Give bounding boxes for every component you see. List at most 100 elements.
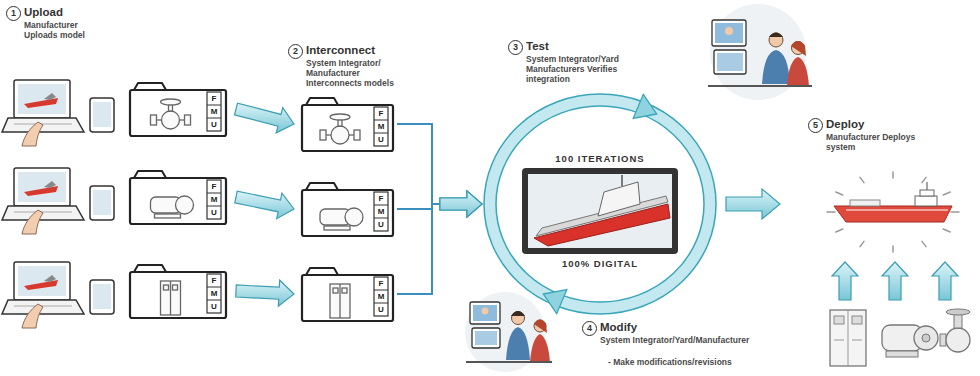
flow-connector [397,124,482,217]
deployed-ship [834,206,952,222]
folder-body [130,272,226,318]
modify-team-illustration [466,361,552,363]
fmu-divider [374,303,388,304]
step-title: Modify [600,320,637,334]
iteration-loop: 100 ITERATIONS100% DIGITAL [480,90,720,318]
modify-team-illustration [482,308,489,315]
fmu-letter: U [207,119,221,130]
component-cabinet [852,340,862,341]
digital-share: 100% DIGITAL [480,258,720,269]
step-number: 3 [508,40,523,55]
component-pump [886,351,918,357]
component-sketch [333,288,338,293]
ring-band [490,100,710,308]
ship-rays [836,192,843,195]
install-arrows [832,262,858,300]
test-team-illustration [717,53,743,71]
fmu-letter: U [374,219,388,230]
step-number: 4 [582,321,597,336]
fmu-strip [374,107,388,146]
test-team-illustration [725,27,733,35]
ship-rays [951,211,959,213]
fmu-letter: F [207,93,221,104]
step-number: 2 [288,44,303,59]
model-folder: FMU [128,262,228,320]
test-team-illustration [769,33,783,38]
fmu-divider [374,205,388,206]
fmu-divider [374,290,388,291]
component-sketch [161,99,181,105]
ship-rays [860,241,864,246]
ring-outline [496,106,704,302]
component-sketch [339,284,340,318]
component-sketch [330,284,350,318]
step-title: Upload [24,5,63,19]
component-cabinet [830,310,866,366]
fmu-divider [374,218,388,219]
modify-team-illustration [512,312,525,325]
deployed-ship [850,200,880,206]
component-sketch [331,126,349,144]
fmu-letter: U [207,207,221,218]
fmu-letter: M [207,288,221,299]
ship-rays [922,241,926,246]
test-team-illustration [708,4,812,100]
step-number: 5 [808,118,823,133]
component-cabinet [852,316,862,324]
test-team-illustration [712,20,746,46]
ship-rays [892,246,894,252]
test-team-illustration [787,57,809,86]
ship-mast [621,175,623,186]
step-title: Deploy [826,117,864,131]
component-sketch [345,208,363,226]
ring-arrowhead [633,94,657,118]
model-folder: FMU [128,168,228,226]
laptop-illustration [2,262,114,328]
fmu-letter: M [207,194,221,205]
flow-arrow [440,191,482,217]
modify-team-illustration [470,302,500,324]
model-folder: FMU [128,80,228,138]
laptop-illustration [2,80,114,328]
component-sketch [324,226,350,230]
ring-arrowhead [543,290,567,314]
component-cabinet [834,316,844,324]
test-team-illustration [715,23,743,43]
flow-connector [397,191,482,217]
fmu-letter: M [374,121,388,132]
fmu-strip [207,92,221,131]
ship-rays [836,229,843,232]
laptop-illustration [2,80,114,146]
fmu-divider [374,120,388,121]
fmu-divider [207,118,221,119]
monitor-screen [528,174,672,248]
model-folder: FMU [300,180,395,238]
component-pump [914,326,938,350]
fmu-strip [374,277,388,316]
ship-rays [892,172,894,178]
component-sketch [185,115,191,125]
component-sketch [176,196,194,214]
modify-team-illustration [511,311,525,316]
modify-team-illustration [530,334,550,362]
ship-rays [827,172,959,252]
deployed-ship [920,190,934,196]
flow-connector [236,280,294,306]
fmu-letter: M [207,106,221,117]
step-description: System Integrator/Yard Manufacturers Ver… [526,54,638,84]
iteration-ring [480,90,720,318]
fmu-letter: U [374,304,388,315]
component-valve [954,314,962,328]
deployed-ship [834,182,952,222]
test-team-illustration [762,50,790,84]
component-sketch [173,285,178,290]
test-team-illustration [791,41,806,56]
ship-superstructure [598,182,640,216]
component-valve [946,309,970,315]
fmu-letter: M [374,291,388,302]
test-team-illustration [714,50,746,74]
fmu-strip [207,274,221,313]
component-sketch [354,130,360,140]
folder-body [130,90,226,136]
